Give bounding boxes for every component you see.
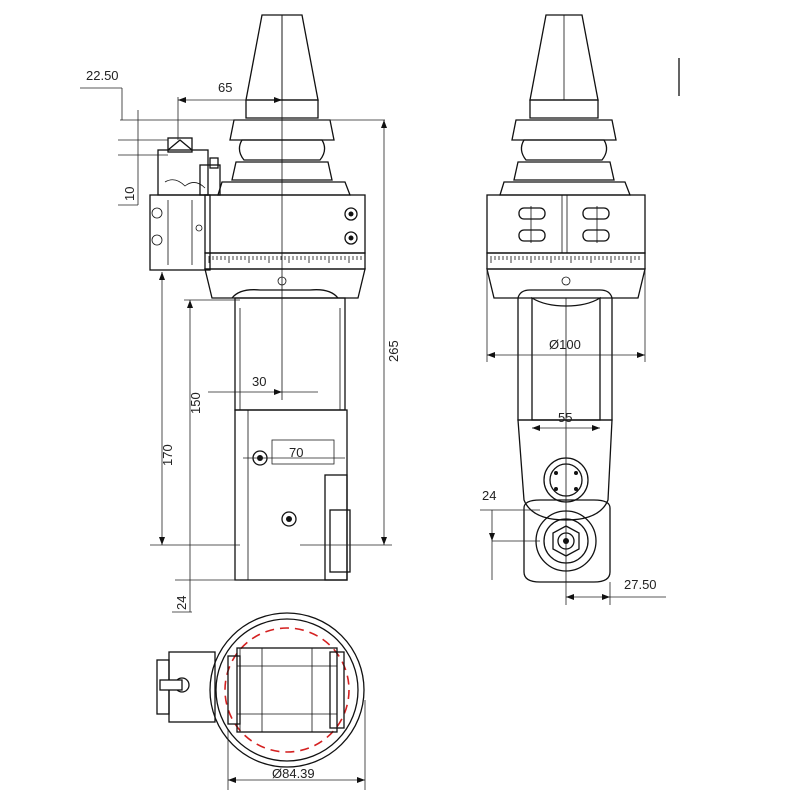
- dim-70: 70: [289, 445, 303, 460]
- dim-10: 10: [122, 187, 137, 201]
- side-view: [149, 14, 366, 581]
- dim-24-side: 24: [174, 596, 189, 610]
- dim-65: 65: [218, 80, 232, 95]
- dim-22-50: 22.50: [86, 68, 119, 83]
- side-scale-ticks: [208, 256, 362, 263]
- dim-170: 170: [160, 444, 175, 466]
- front-scale-ticks: [490, 256, 640, 263]
- side-dimensions: [80, 87, 392, 613]
- dim-55: 55: [558, 410, 572, 425]
- top-view: [156, 612, 366, 790]
- dim-265: 265: [386, 340, 401, 362]
- dim-diameter-100: Ø100: [549, 337, 581, 352]
- dim-24-front: 24: [482, 488, 496, 503]
- dim-30: 30: [252, 374, 266, 389]
- dim-150: 150: [188, 392, 203, 414]
- front-dimensions: [480, 260, 666, 605]
- front-view: [486, 14, 646, 583]
- dim-diameter-84-39: Ø84.39: [272, 766, 315, 781]
- dim-27-50: 27.50: [624, 577, 657, 592]
